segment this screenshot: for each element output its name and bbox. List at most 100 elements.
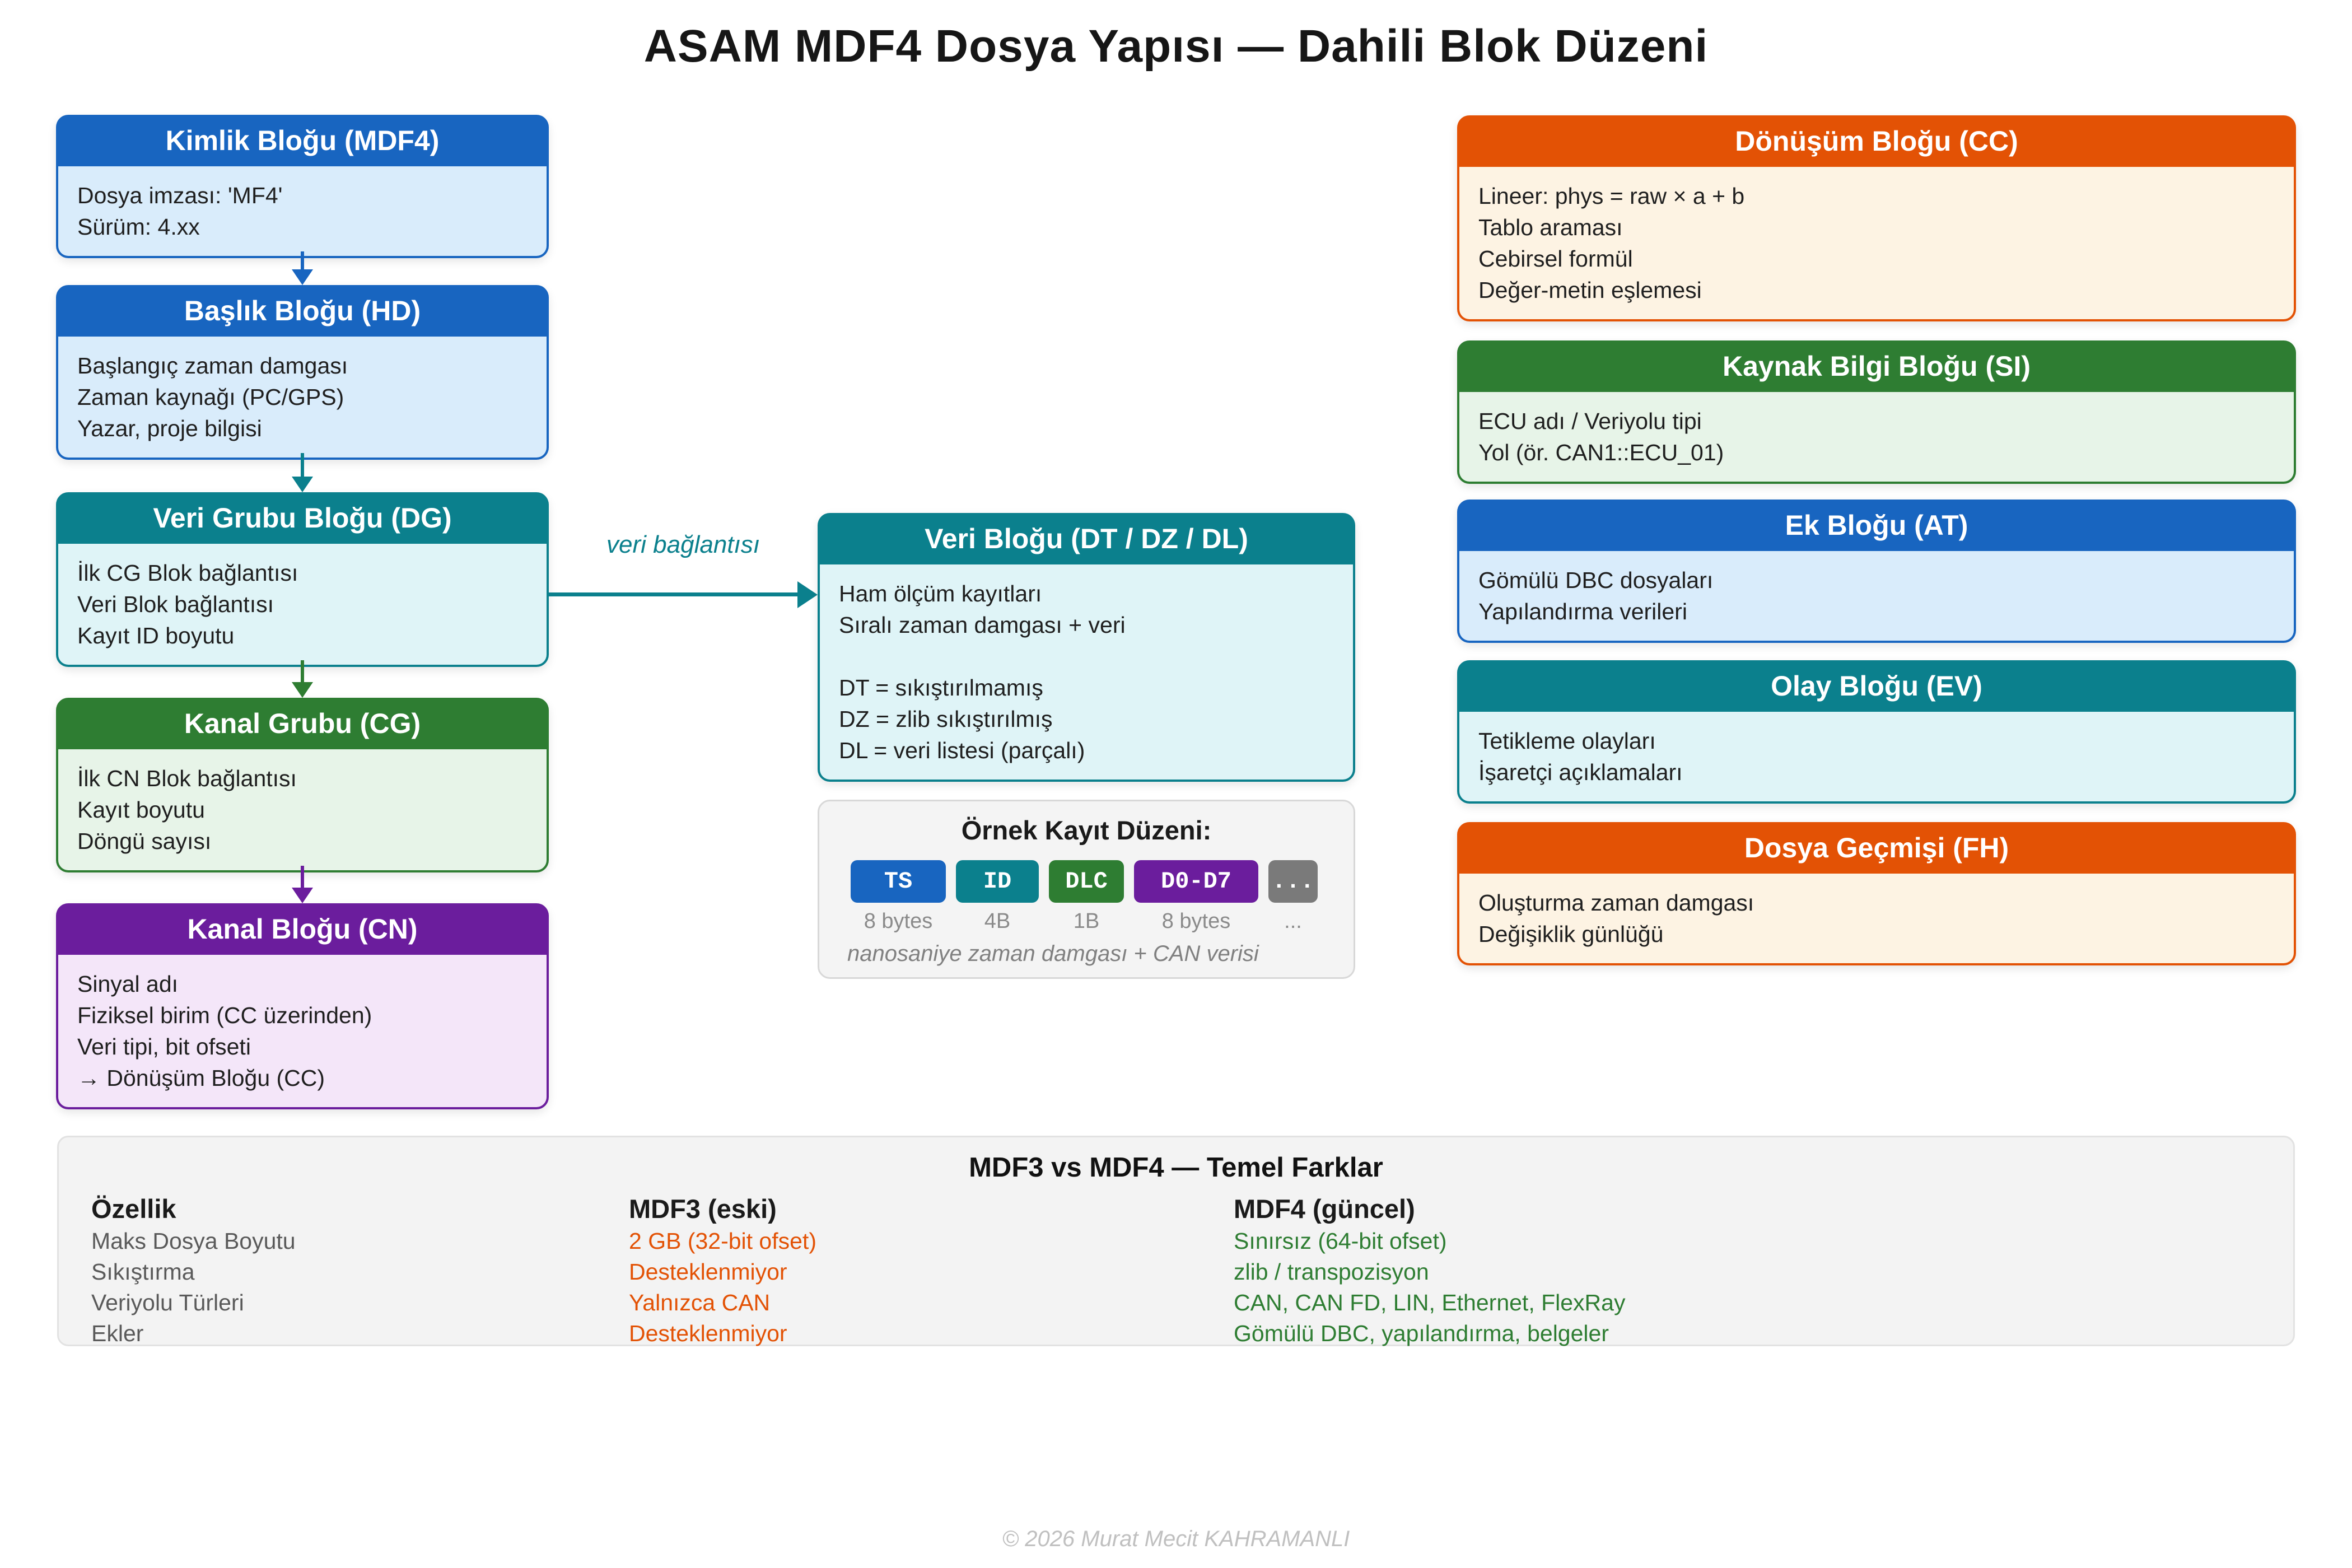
block-dt-body: Ham ölçüm kayıtları Sıralı zaman damgası… — [818, 564, 1355, 782]
block-line: Kayıt boyutu — [77, 797, 205, 823]
table-cell-feature: Sıkıştırma — [91, 1259, 195, 1285]
block-baslik-hd: Başlık Bloğu (HD) Başlangıç zaman damgas… — [56, 285, 549, 460]
data-link-label: veri bağlantısı — [606, 531, 760, 558]
sample-record-chips: TS ID DLC D0-D7 ... — [851, 860, 1354, 903]
block-line: Veri Blok bağlantısı — [77, 591, 274, 617]
size-label: ... — [1284, 909, 1302, 933]
block-kaynak-bilgi-si: Kaynak Bilgi Bloğu (SI) ECU adı / Veriyo… — [1457, 340, 2296, 484]
block-kimlik-mdf4: Kimlik Bloğu (MDF4) Dosya imzası: 'MF4' … — [56, 115, 549, 258]
arrow-stem — [301, 866, 304, 888]
block-ev-title: Olay Bloğu (EV) — [1457, 660, 2296, 712]
sample-record-box: Örnek Kayıt Düzeni: TS ID DLC D0-D7 ... … — [818, 800, 1355, 979]
arrow-down-icon — [292, 866, 313, 903]
arrow-head — [292, 477, 313, 492]
block-fh-title: Dosya Geçmişi (FH) — [1457, 822, 2296, 874]
sample-record-title: Örnek Kayıt Düzeni: — [961, 815, 1212, 845]
block-cg-title: Kanal Grubu (CG) — [56, 698, 549, 749]
size-label: 4B — [984, 909, 1011, 933]
block-line: DL = veri listesi (parçalı) — [839, 738, 1085, 763]
chip-d0-d7: D0-D7 — [1134, 860, 1258, 903]
block-at-body: Gömülü DBC dosyaları Yapılandırma verile… — [1457, 551, 2296, 643]
block-si-body: ECU adı / Veriyolu tipi Yol (ör. CAN1::E… — [1457, 392, 2296, 484]
size-label: 8 bytes — [864, 909, 933, 933]
chip-id: ID — [956, 860, 1039, 903]
block-dg-title: Veri Grubu Bloğu (DG) — [56, 492, 549, 544]
block-kanal-grubu-cg: Kanal Grubu (CG) İlk CN Blok bağlantısı … — [56, 698, 549, 872]
block-line — [839, 641, 1334, 672]
sample-record-caption: nanosaniye zaman damgası + CAN verisi — [847, 941, 1259, 966]
table-cell-feature: Ekler — [91, 1320, 144, 1346]
block-line: → Dönüşüm Bloğu (CC) — [77, 1065, 325, 1091]
arrow-down-icon — [292, 660, 313, 698]
comparison-box: MDF3 vs MDF4 — Temel Farklar Özellik MDF… — [57, 1136, 2295, 1346]
page-title: ASAM MDF4 Dosya Yapısı — Dahili Blok Düz… — [643, 21, 1709, 72]
block-line: Sinyal adı — [77, 971, 179, 997]
size-label: 8 bytes — [1161, 909, 1231, 933]
block-dg-body: İlk CG Blok bağlantısı Veri Blok bağlant… — [56, 544, 549, 667]
arrow-head — [292, 888, 313, 903]
block-line: Fiziksel birim (CC üzerinden) — [77, 1002, 372, 1028]
block-kanal-cn: Kanal Bloğu (CN) Sinyal adı Fiziksel bir… — [56, 903, 549, 1109]
block-ev-body: Tetikleme olayları İşaretçi açıklamaları — [1457, 712, 2296, 804]
block-line: Yazar, proje bilgisi — [77, 416, 262, 441]
table-cell-feature: Veriyolu Türleri — [91, 1290, 244, 1315]
block-line: DZ = zlib sıkıştırılmış — [839, 706, 1053, 732]
column-header-mdf3: MDF3 (eski) — [629, 1194, 777, 1224]
block-cc-title: Dönüşüm Bloğu (CC) — [1457, 115, 2296, 167]
size-label: 1B — [1073, 909, 1100, 933]
table-cell-mdf3: Desteklenmiyor — [629, 1259, 787, 1285]
block-line: Lineer: phys = raw × a + b — [1478, 183, 1745, 209]
table-cell-mdf4: CAN, CAN FD, LIN, Ethernet, FlexRay — [1234, 1290, 1626, 1315]
block-line: İlk CG Blok bağlantısı — [77, 560, 298, 586]
table-cell-mdf4: Gömülü DBC, yapılandırma, belgeler — [1234, 1320, 1609, 1346]
arrow-down-icon — [292, 453, 313, 492]
block-line: Değişiklik günlüğü — [1478, 921, 1664, 947]
chip-dlc: DLC — [1049, 860, 1124, 903]
block-donusum-cc: Dönüşüm Bloğu (CC) Lineer: phys = raw × … — [1457, 115, 2296, 321]
footer-credit: © 2026 Murat Mecit KAHRAMANLI — [1002, 1527, 1350, 1551]
arrow-stem — [301, 251, 304, 269]
arrow-right-icon — [797, 581, 818, 608]
block-line: Sıralı zaman damgası + veri — [839, 612, 1126, 638]
block-line: Başlangıç zaman damgası — [77, 353, 348, 379]
chip-more: ... — [1268, 860, 1318, 903]
block-kimlik-title: Kimlik Bloğu (MDF4) — [56, 115, 549, 166]
sample-record-sizes: 8 bytes 4B 1B 8 bytes ... — [851, 909, 1354, 934]
block-cn-title: Kanal Bloğu (CN) — [56, 903, 549, 955]
block-line: ECU adı / Veriyolu tipi — [1478, 408, 1702, 434]
block-line: Tablo araması — [1478, 214, 1623, 240]
block-cg-body: İlk CN Blok bağlantısı Kayıt boyutu Döng… — [56, 749, 549, 872]
arrow-stem — [301, 453, 304, 477]
comparison-title: MDF3 vs MDF4 — Temel Farklar — [969, 1152, 1383, 1183]
arrow-right-stem — [549, 592, 801, 596]
block-line: Yapılandırma verileri — [1478, 599, 1687, 624]
table-cell-mdf4: zlib / transpozisyon — [1234, 1259, 1429, 1285]
block-line: Zaman kaynağı (PC/GPS) — [77, 384, 344, 410]
table-cell-mdf3: 2 GB (32-bit ofset) — [629, 1228, 816, 1254]
block-veri-grubu-dg: Veri Grubu Bloğu (DG) İlk CG Blok bağlan… — [56, 492, 549, 667]
block-line: DT = sıkıştırılmamış — [839, 675, 1043, 701]
column-header-feature: Özellik — [91, 1194, 176, 1224]
table-cell-mdf3: Desteklenmiyor — [629, 1320, 787, 1346]
block-line: Sürüm: 4.xx — [77, 214, 200, 240]
block-line: Veri tipi, bit ofseti — [77, 1034, 251, 1060]
block-si-title: Kaynak Bilgi Bloğu (SI) — [1457, 340, 2296, 392]
block-baslik-title: Başlık Bloğu (HD) — [56, 285, 549, 337]
block-line: Ham ölçüm kayıtları — [839, 581, 1042, 606]
block-kimlik-body: Dosya imzası: 'MF4' Sürüm: 4.xx — [56, 166, 549, 258]
arrow-head — [292, 269, 313, 285]
arrow-stem — [301, 660, 304, 682]
block-line: Tetikleme olayları — [1478, 728, 1656, 754]
block-olay-ev: Olay Bloğu (EV) Tetikleme olayları İşare… — [1457, 660, 2296, 804]
chip-ts: TS — [851, 860, 946, 903]
block-veri-dt-dz-dl: Veri Bloğu (DT / DZ / DL) Ham ölçüm kayı… — [818, 513, 1355, 782]
block-ek-at: Ek Bloğu (AT) Gömülü DBC dosyaları Yapıl… — [1457, 500, 2296, 643]
column-header-mdf4: MDF4 (güncel) — [1234, 1194, 1415, 1224]
table-cell-mdf4: Sınırsız (64-bit ofset) — [1234, 1228, 1447, 1254]
block-at-title: Ek Bloğu (AT) — [1457, 500, 2296, 551]
table-cell-feature: Maks Dosya Boyutu — [91, 1228, 296, 1254]
block-line: Döngü sayısı — [77, 828, 212, 854]
block-cn-body: Sinyal adı Fiziksel birim (CC üzerinden)… — [56, 955, 549, 1109]
block-line: İlk CN Blok bağlantısı — [77, 766, 297, 791]
